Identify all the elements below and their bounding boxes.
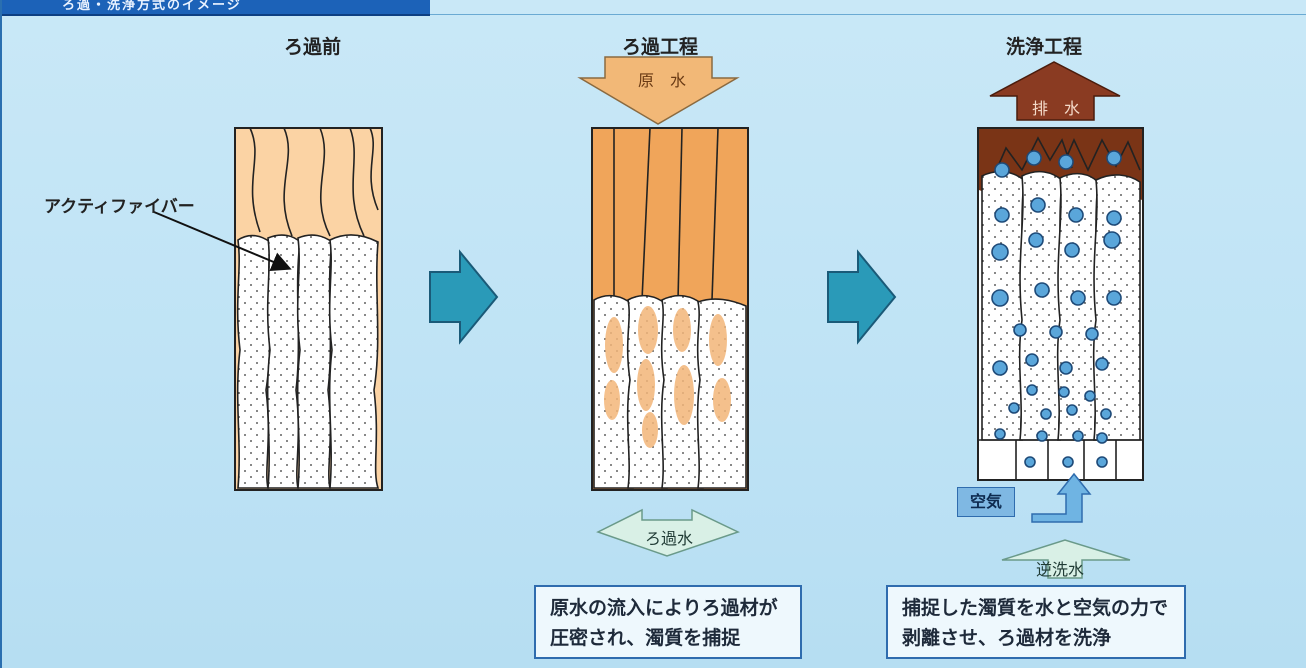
trapped-particles (604, 306, 731, 448)
drain-label: 排 水 (1032, 99, 1081, 118)
washing-description: 捕捉した濁質を水と空気の力で 剥離させ、ろ過材を洗浄 (886, 585, 1186, 659)
filtered-water-arrow (596, 508, 740, 557)
header-bar: ろ過・洗浄方式のイメージ (2, 0, 430, 16)
fiber-pointer-arrow (153, 211, 292, 272)
stage-title-filtration: ろ過工程 (622, 36, 699, 58)
filtration-description: 原水の流入によりろ過材が 圧密され、濁質を捕捉 (534, 585, 802, 659)
filtered-water-label: ろ過水 (645, 529, 694, 548)
flow-arrow-1 (429, 249, 499, 345)
column-washing (977, 61, 1144, 579)
column-before (153, 127, 383, 491)
stage-title-washing: 洗浄工程 (1006, 36, 1083, 58)
backwash-water-label: 逆洗水 (1036, 560, 1085, 579)
column-washing-grid (979, 439, 1142, 480)
air-bubbles (991, 150, 1122, 468)
filtration-description-line-1: 原水の流入によりろ過材が (550, 597, 778, 619)
raw-water-arrow (577, 56, 740, 125)
header-title: ろ過・洗浄方式のイメージ (62, 0, 242, 13)
filtration-description-line-2: 圧密され、濁質を捕捉 (550, 627, 741, 649)
header-rule (430, 14, 1306, 15)
air-arrow (1031, 472, 1092, 523)
drain-arrow (989, 61, 1121, 121)
stage-title-before: ろ過前 (284, 36, 342, 58)
raw-water-label: 原 水 (638, 71, 687, 90)
backwash-water-arrow (1001, 539, 1131, 579)
fiber-strands-taut (613, 127, 719, 301)
fiber-label: アクティファイバー (44, 197, 195, 217)
sludge-strands (991, 136, 1141, 181)
fiber-strands-loose (249, 127, 379, 237)
washing-description-line-2: 剥離させ、ろ過材を洗浄 (902, 627, 1112, 649)
flow-arrow-2 (827, 249, 897, 345)
washing-description-line-1: 捕捉した濁質を水と空気の力で (902, 597, 1169, 619)
fiber-bundles-before (236, 234, 380, 489)
air-label: 空気 (957, 487, 1015, 517)
column-filtration (577, 56, 749, 557)
